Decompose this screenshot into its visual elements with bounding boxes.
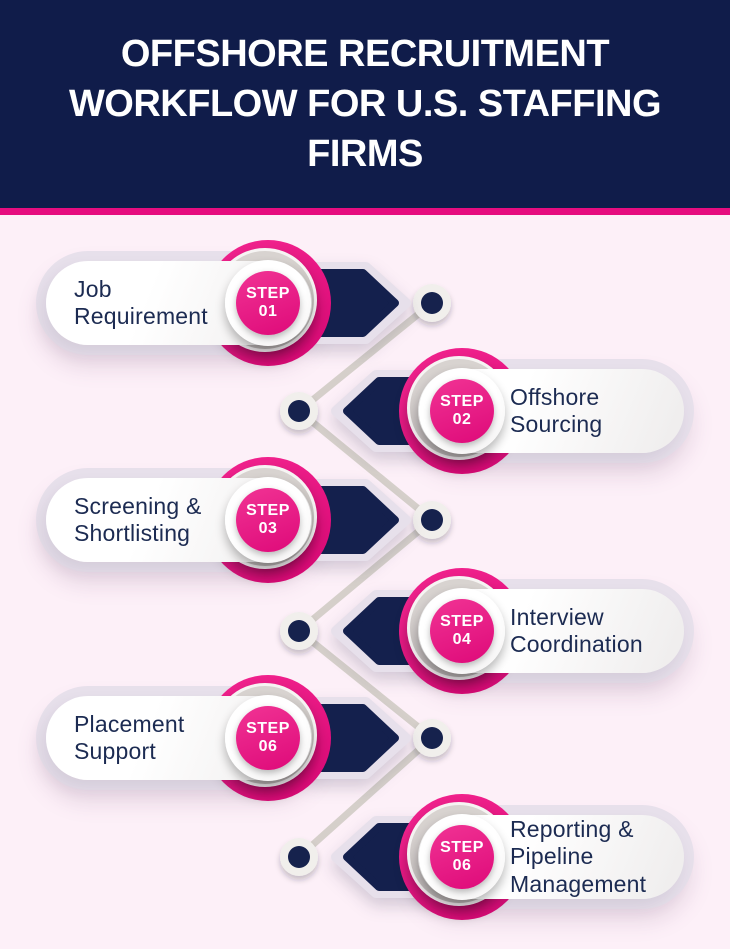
step-badge-number: 06 [258,738,278,755]
step-badge-word: STEP [246,501,290,519]
connector-line [293,299,438,861]
page-title: OFFSHORE RECRUITMENT WORKFLOW FOR U.S. S… [68,32,662,176]
connector-node [280,838,318,876]
connector-node [413,501,451,539]
step-badge: STEP 01 [236,271,300,335]
connector-node [413,719,451,757]
step-label: Screening & Shortlisting [74,492,202,546]
step-label: Interview Coordination [510,603,643,657]
arrow-right-icon [305,697,411,779]
step-badge-number: 01 [258,303,278,320]
step-label: Job Requirement [74,275,208,329]
step-badge: STEP 06 [430,825,494,889]
step-label: Offshore Sourcing [510,383,603,437]
arrow-right-icon [305,479,411,561]
step-badge-word: STEP [440,392,484,410]
header-banner: OFFSHORE RECRUITMENT WORKFLOW FOR U.S. S… [0,0,730,208]
step-badge: STEP 03 [236,488,300,552]
step-badge-number: 06 [452,857,472,874]
step-label: Reporting & Pipeline Management [510,816,647,897]
connector-node [280,392,318,430]
step-badge-word: STEP [246,284,290,302]
step-label: Placement Support [74,710,185,764]
step-badge: STEP 06 [236,706,300,770]
step-badge: STEP 04 [430,599,494,663]
step-badge-number: 04 [452,631,472,648]
step-badge-number: 02 [452,411,472,428]
connector-node [413,284,451,322]
step-badge-word: STEP [440,612,484,630]
step-badge-word: STEP [246,719,290,737]
step-badge: STEP 02 [430,379,494,443]
header-accent-stripe [0,208,730,215]
connector-node [280,612,318,650]
step-badge-number: 03 [258,520,278,537]
step-badge-word: STEP [440,838,484,856]
